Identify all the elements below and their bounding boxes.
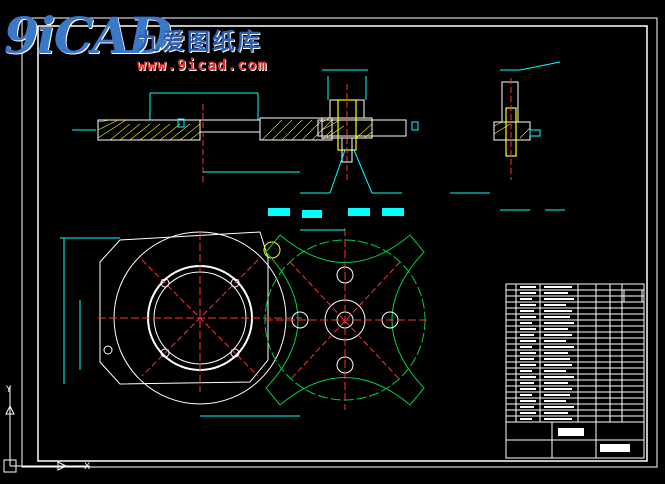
svg-text:X: X xyxy=(84,462,90,472)
logo-site-name: 九爱图纸库 xyxy=(137,29,262,55)
section-view-middle xyxy=(300,69,419,194)
dimension-labels xyxy=(268,208,404,218)
hatch xyxy=(97,119,333,141)
logo-mark: 9iCAD xyxy=(4,6,172,65)
site-watermark: 9iCAD 九爱图纸库 www.9icad.com xyxy=(0,0,310,80)
title-block xyxy=(505,283,645,459)
section-view-left xyxy=(72,92,333,182)
ucs-axis-icon[interactable]: X Y xyxy=(3,385,90,473)
plan-view-plate xyxy=(60,231,302,417)
logo-url: www.9icad.com xyxy=(137,56,268,74)
svg-text:Y: Y xyxy=(5,385,12,395)
outer-border xyxy=(21,17,658,468)
plan-view-index-disc xyxy=(264,228,430,410)
section-view-right xyxy=(450,61,565,211)
